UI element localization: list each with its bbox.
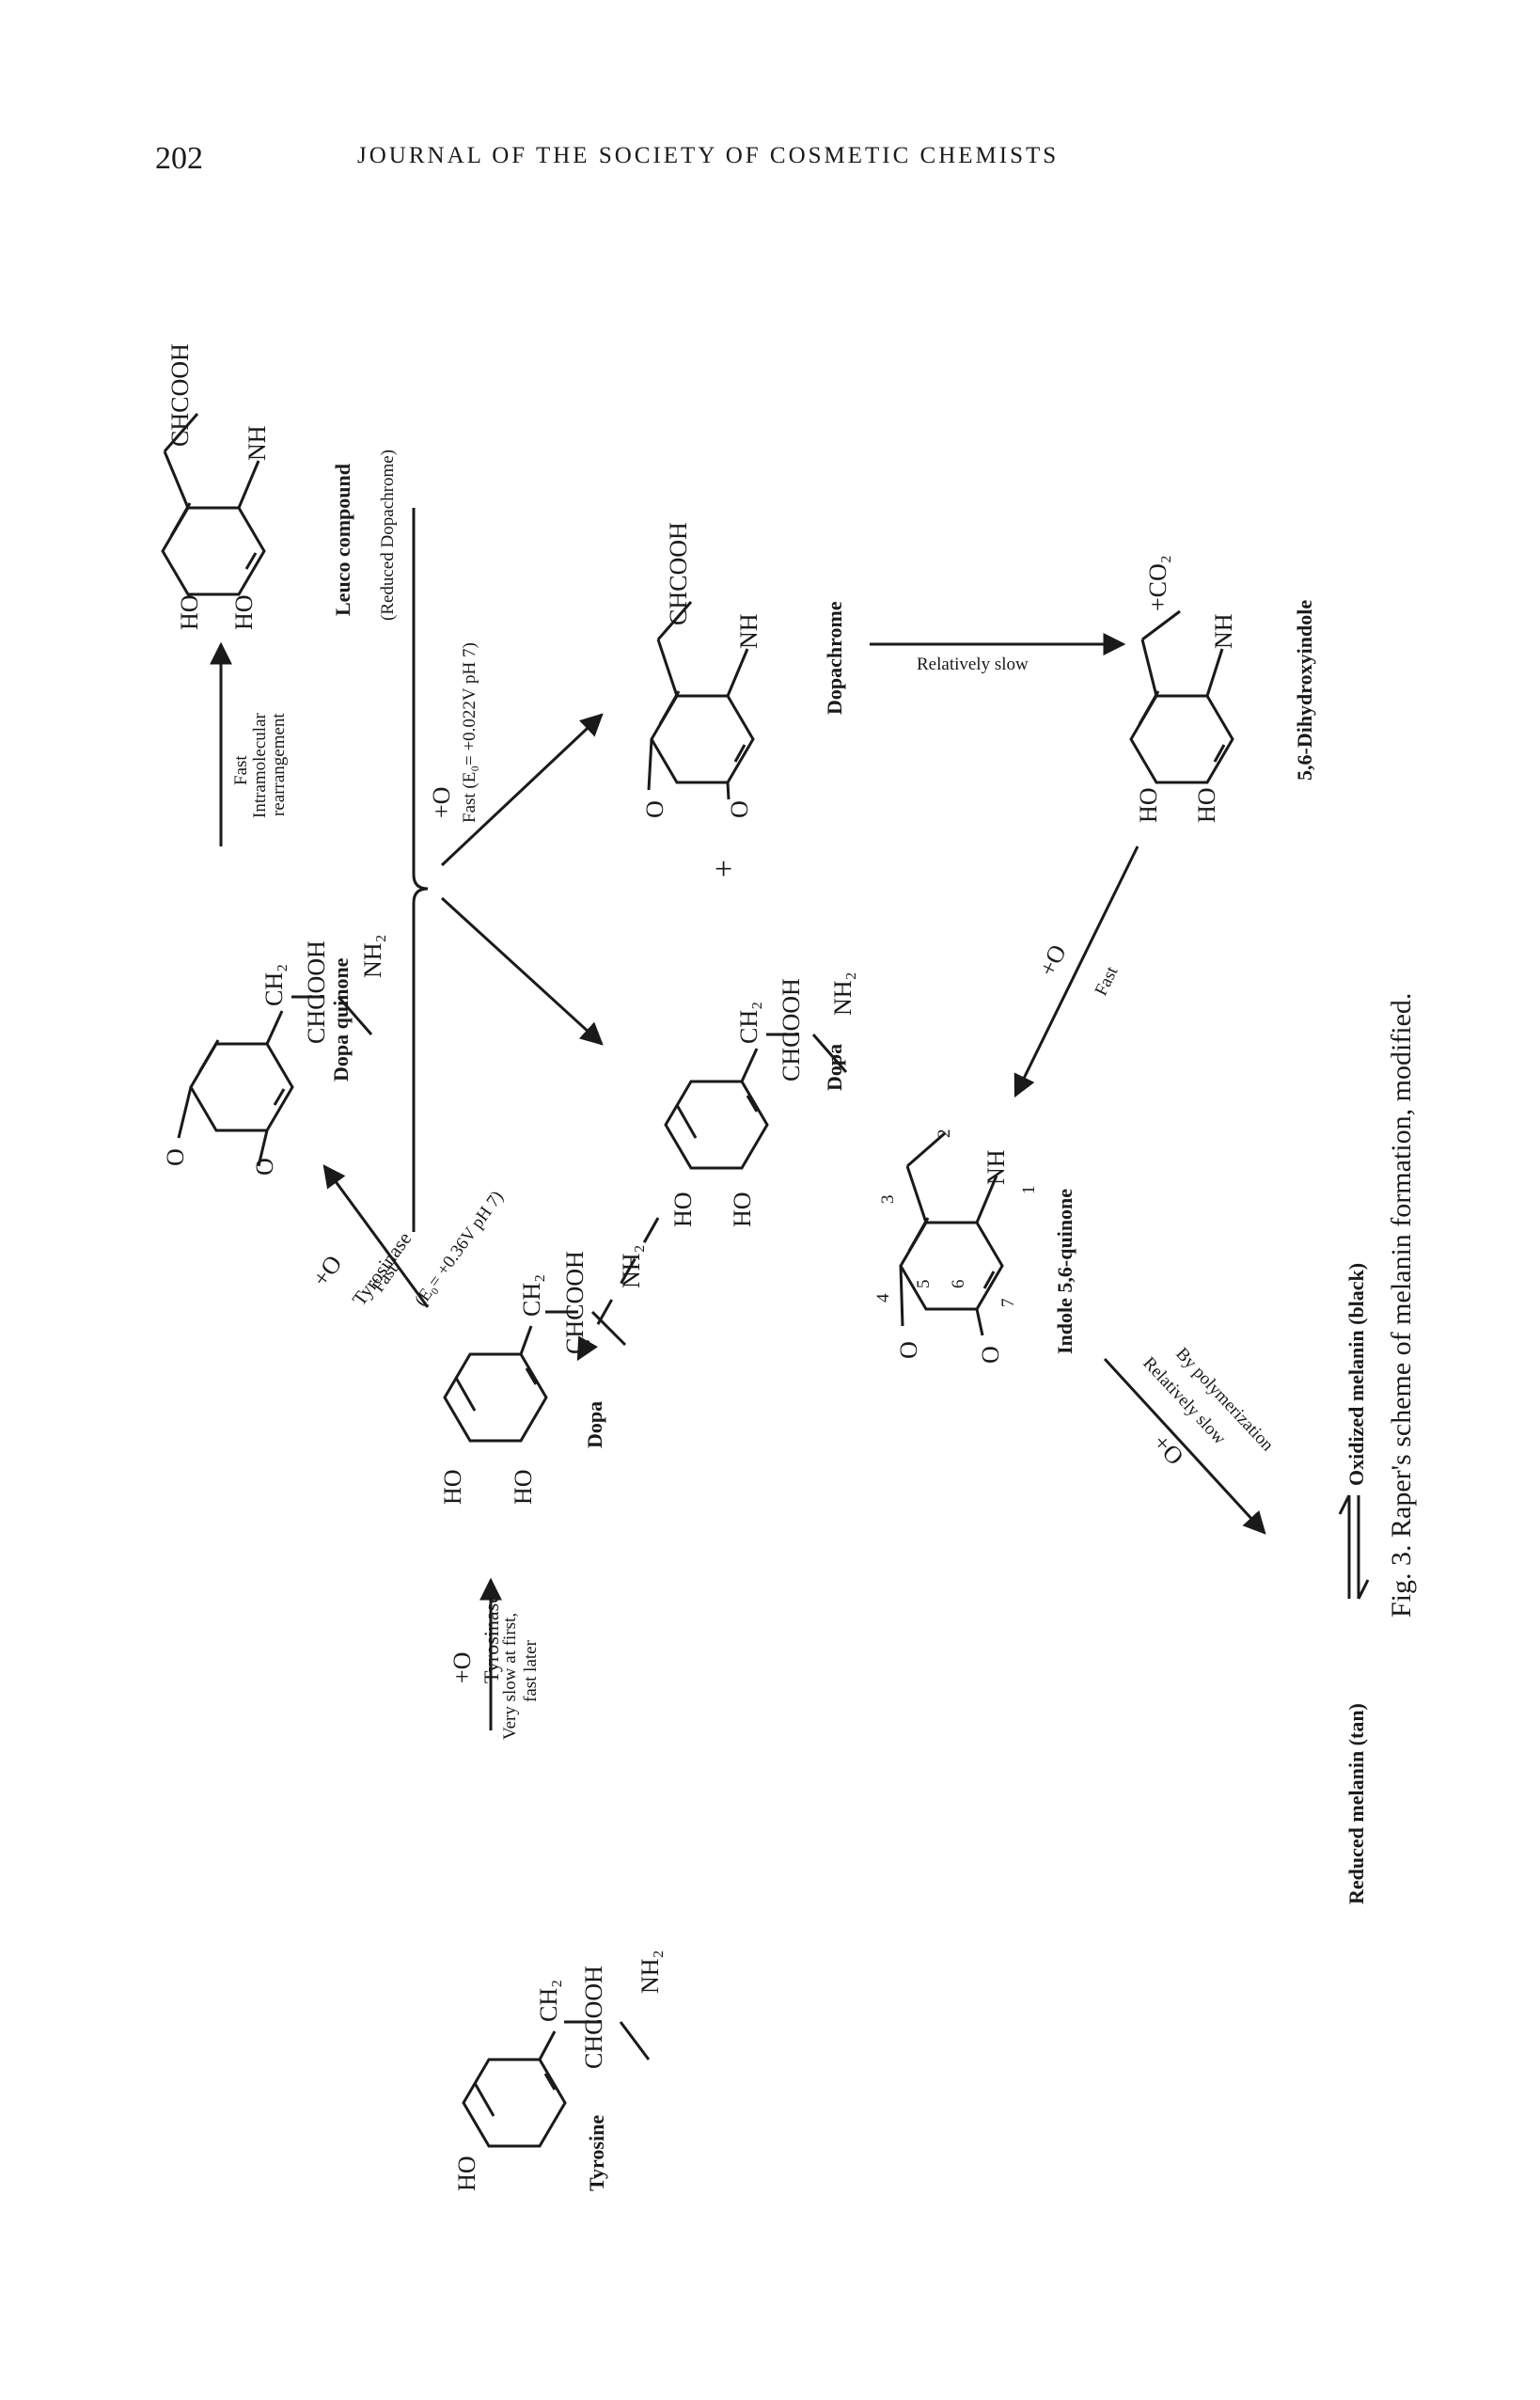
structure-text: O: [162, 1148, 189, 1166]
structure-text: +O: [1033, 940, 1072, 981]
structure-text: O: [977, 1346, 1004, 1364]
dopa-center-structure: HO HO CH₂ CHCOOH NH₂: [664, 971, 856, 1227]
structure-text: NH: [244, 425, 271, 461]
tyrosine-label: Tyrosine: [585, 2115, 608, 2191]
structure-text: NH₂: [829, 971, 856, 1016]
structure-text: NH₂: [359, 934, 386, 978]
leuco-compound-structure: HO HO CHCOOH NH: [161, 343, 271, 630]
dopa-to-quinone-arrow: [322, 1164, 430, 1308]
structure-text: Relatively slow: [917, 655, 1029, 674]
dopa-quinone-label: Dopa quinone: [329, 957, 353, 1082]
oxidized-melanin-label: Oxidized melanin (black): [1344, 1263, 1368, 1486]
structure-text: 7: [998, 1299, 1018, 1308]
indole-quinone-structure: O O NH 1 2 3 4 5 6 7: [873, 1129, 1039, 1365]
structure-text: NH: [735, 613, 762, 649]
structure-text: Intramolecular: [250, 712, 270, 818]
dopa-left-label: Dopa: [583, 1401, 606, 1448]
structure-text: 6: [949, 1280, 968, 1289]
structure-text: Tyrosinase: [479, 1594, 503, 1683]
structure-text: CHCOOH: [303, 940, 330, 1044]
structure-text: +CO₂: [1144, 555, 1171, 611]
structure-text: CHCOOH: [166, 343, 194, 447]
structure-text: 1: [1019, 1186, 1039, 1195]
structure-text: +O: [306, 1250, 347, 1291]
structure-text: +O: [1148, 1429, 1189, 1470]
dihydroxyindole-structure: HO HO NH +CO₂: [1129, 555, 1237, 823]
structure-text: NH: [1210, 613, 1237, 649]
dopa-center-label: Dopa: [823, 1044, 846, 1091]
redox-to-dopa-arrow: [440, 896, 604, 1046]
tyrosine-ch2: CH₂: [535, 1980, 562, 2022]
structure-text: CHCOOH: [778, 978, 805, 1082]
indole-to-quinone-arrow: [1014, 845, 1139, 1098]
figure-caption: Fig. 3. Raper's scheme of melanin format…: [1386, 993, 1417, 1618]
structure-text: fast later: [521, 1639, 541, 1702]
quinone-to-melanin-arrow: [1103, 1357, 1266, 1535]
structure-text: 2: [935, 1129, 954, 1139]
structure-text: CHCOOH: [665, 522, 692, 625]
redox-brace: [412, 508, 429, 1232]
tyrosine-chcooh: CHCOOH: [580, 1966, 607, 2069]
structure-text: CH₂: [260, 964, 288, 1006]
structure-text: Fast: [1092, 963, 1123, 999]
indole-quinone-label: Indole 5,6-quinone: [1053, 1189, 1076, 1354]
plus-sign: +: [715, 852, 732, 887]
structure-text: Fast: [231, 755, 251, 785]
redox-to-dopachrome-arrow: [440, 713, 604, 867]
structure-text: CHCOOH: [561, 1251, 589, 1354]
structure-text: HO: [176, 594, 203, 630]
equilibrium-arrows: [1338, 1494, 1370, 1600]
dopa-quinone-structure: O O CH₂ CHCOOH NH₂: [162, 934, 386, 1176]
structure-text: Fast (E₀= +0.022V pH 7): [460, 642, 479, 823]
structure-text: HO: [1135, 787, 1162, 823]
structure-text: rearrangement: [269, 713, 289, 816]
structure-text: HO: [1193, 787, 1220, 823]
dopa-left-structure: HO HO CH₂ CHCOOH NH₂: [439, 1244, 645, 1505]
structure-text: O: [641, 800, 668, 818]
structure-text: O: [726, 800, 753, 818]
structure-text: Very slow at first,: [500, 1613, 520, 1740]
structure-text: HO: [729, 1192, 756, 1227]
structure-text: O: [251, 1158, 278, 1176]
structure-text: 5: [914, 1280, 934, 1289]
structure-text: CH₂: [518, 1274, 545, 1317]
structure-text: O: [895, 1341, 922, 1359]
running-head: JOURNAL OF THE SOCIETY OF COSMETIC CHEMI…: [357, 143, 1060, 168]
structure-text: (E₀= +0.36V pH 7): [411, 1188, 508, 1310]
structure-text: HO: [230, 594, 258, 630]
structure-text: +O: [428, 787, 455, 818]
structure-text: HO: [669, 1192, 697, 1227]
tyrosine-structure: HO CH₂ CHCOOH NH₂: [453, 1950, 664, 2191]
structure-text: 3: [878, 1195, 898, 1205]
reduced-dopachrome-label: (Reduced Dopachrome): [378, 450, 398, 621]
page-number: 202: [155, 141, 203, 176]
structure-text: +O: [448, 1652, 476, 1683]
structure-text: CH₂: [735, 1002, 762, 1044]
reduced-melanin-label: Reduced melanin (tan): [1344, 1703, 1368, 1904]
dihydroxyindole-label: 5,6-Dihydroxyindole: [1293, 600, 1316, 781]
tyrosine-nh2: NH₂: [636, 1950, 664, 1994]
leuco-compound-label: Leuco compound: [331, 464, 354, 616]
structure-text: NH: [982, 1149, 1010, 1185]
structure-text: HO: [439, 1469, 466, 1505]
tyrosine-ho: HO: [453, 2155, 480, 2191]
dopa-return-dashed-arrow: [576, 1217, 660, 1362]
structure-text: HO: [510, 1469, 537, 1505]
dopachrome-structure: O O CHCOOH NH: [641, 522, 762, 818]
structure-text: 4: [873, 1293, 893, 1303]
dopachrome-label: Dopachrome: [823, 601, 846, 715]
